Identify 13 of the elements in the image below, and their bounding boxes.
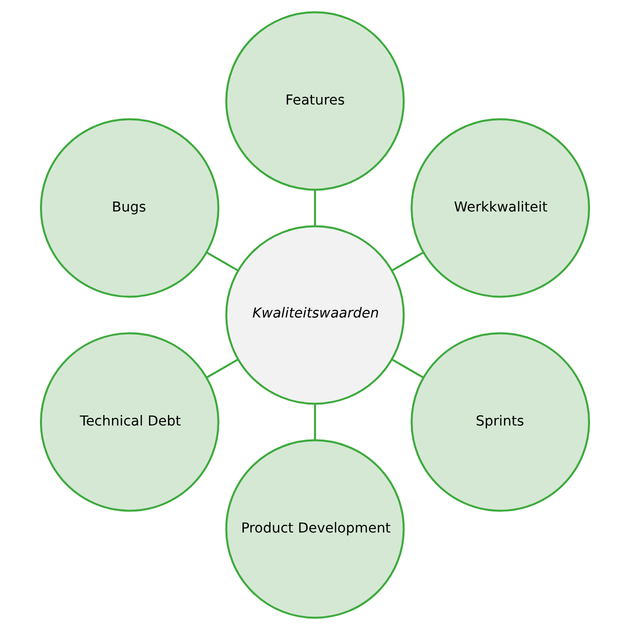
node-circle: Product Development [225,439,405,619]
node-circle: Technical Debt [40,332,220,512]
node-circle: Kwaliteitswaarden [225,225,405,405]
node-circle: Sprints [410,332,590,512]
node-circle: Werkkwaliteit [410,118,590,298]
connector [314,190,316,226]
connector [206,252,238,272]
connector [392,358,424,378]
connector [392,252,424,272]
node-circle: Features [225,11,405,191]
connector [314,404,316,440]
connector [206,358,238,378]
node-circle: Bugs [40,118,220,298]
